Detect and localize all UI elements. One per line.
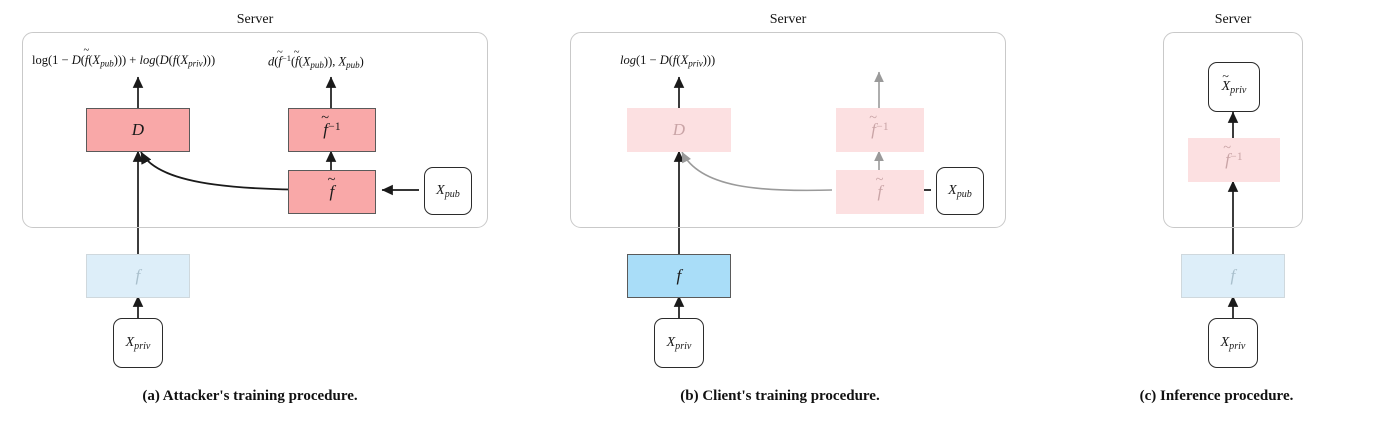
box-f-client-b[interactable]: f <box>627 254 731 298</box>
server-boundary-c <box>1163 32 1303 228</box>
node-label-x-pub-b: Xpub <box>948 182 972 200</box>
box-label-discriminator-a: D <box>131 120 145 139</box>
node-label-x-priv-reconstructed-c: ~Xpriv <box>1221 69 1247 96</box>
caption-c: (c) Inference procedure. <box>1139 388 1294 404</box>
box-f-tilde-b[interactable]: ~f <box>836 170 924 214</box>
server-label-c: Server <box>1214 12 1252 27</box>
box-label-f-client-b: f <box>676 266 682 285</box>
node-label-x-priv-a: Xpriv <box>125 334 151 352</box>
panel-b: Server log(1 − D(f(Xpriv))) D ~f−1 ~f Xp… <box>500 0 1060 431</box>
node-label-x-priv-c: Xpriv <box>1220 334 1246 352</box>
box-f-tilde-a[interactable]: ~f <box>288 170 376 214</box>
box-discriminator-a[interactable]: D <box>86 108 190 152</box>
panel-c: Server ~Xpriv ~f−1 f Xpriv (c) Inference… <box>1060 0 1373 431</box>
panel-a: Server log(1 − D(~f(Xpub))) + log(D(f(Xp… <box>0 0 500 431</box>
box-label-f-tilde-inverse-a: ~f−1 <box>321 110 341 140</box>
node-x-priv-a[interactable]: Xpriv <box>113 318 163 368</box>
box-discriminator-b[interactable]: D <box>627 108 731 152</box>
node-x-priv-reconstructed-c[interactable]: ~Xpriv <box>1208 62 1260 112</box>
loss-formula-a-gan: log(1 − D(~f(Xpub))) + log(D(f(Xpriv))) <box>32 45 216 69</box>
box-f-tilde-inverse-a[interactable]: ~f−1 <box>288 108 376 152</box>
node-x-pub-a[interactable]: Xpub <box>424 167 472 215</box>
box-label-f-tilde-inverse-b: ~f−1 <box>869 110 889 140</box>
box-f-tilde-inverse-c[interactable]: ~f−1 <box>1188 138 1280 182</box>
server-boundary-a <box>22 32 488 228</box>
loss-formula-b: log(1 − D(f(Xpriv))) <box>620 53 716 69</box>
box-label-f-client-c: f <box>1230 266 1236 285</box>
box-label-f-client-a: f <box>135 266 141 285</box>
box-f-client-c[interactable]: f <box>1181 254 1285 298</box>
box-f-tilde-inverse-b[interactable]: ~f−1 <box>836 108 924 152</box>
box-f-client-a[interactable]: f <box>86 254 190 298</box>
box-label-f-tilde-a: ~f <box>327 172 336 201</box>
node-label-x-priv-b: Xpriv <box>666 334 692 352</box>
box-label-f-tilde-b: ~f <box>875 172 884 201</box>
node-x-priv-c[interactable]: Xpriv <box>1208 318 1258 368</box>
loss-formula-a-recon: d(~f−1(~f(Xpub)), Xpub) <box>268 46 364 70</box>
node-x-priv-b[interactable]: Xpriv <box>654 318 704 368</box>
node-label-x-pub-a: Xpub <box>436 182 460 200</box>
server-label-a: Server <box>236 12 274 27</box>
box-label-f-tilde-inverse-c: ~f−1 <box>1223 140 1243 170</box>
box-label-discriminator-b: D <box>672 120 686 139</box>
node-x-pub-b[interactable]: Xpub <box>936 167 984 215</box>
server-label-b: Server <box>769 12 807 27</box>
caption-a: (a) Attacker's training procedure. <box>142 388 358 404</box>
server-boundary-b <box>570 32 1006 228</box>
caption-b: (b) Client's training procedure. <box>680 388 880 404</box>
